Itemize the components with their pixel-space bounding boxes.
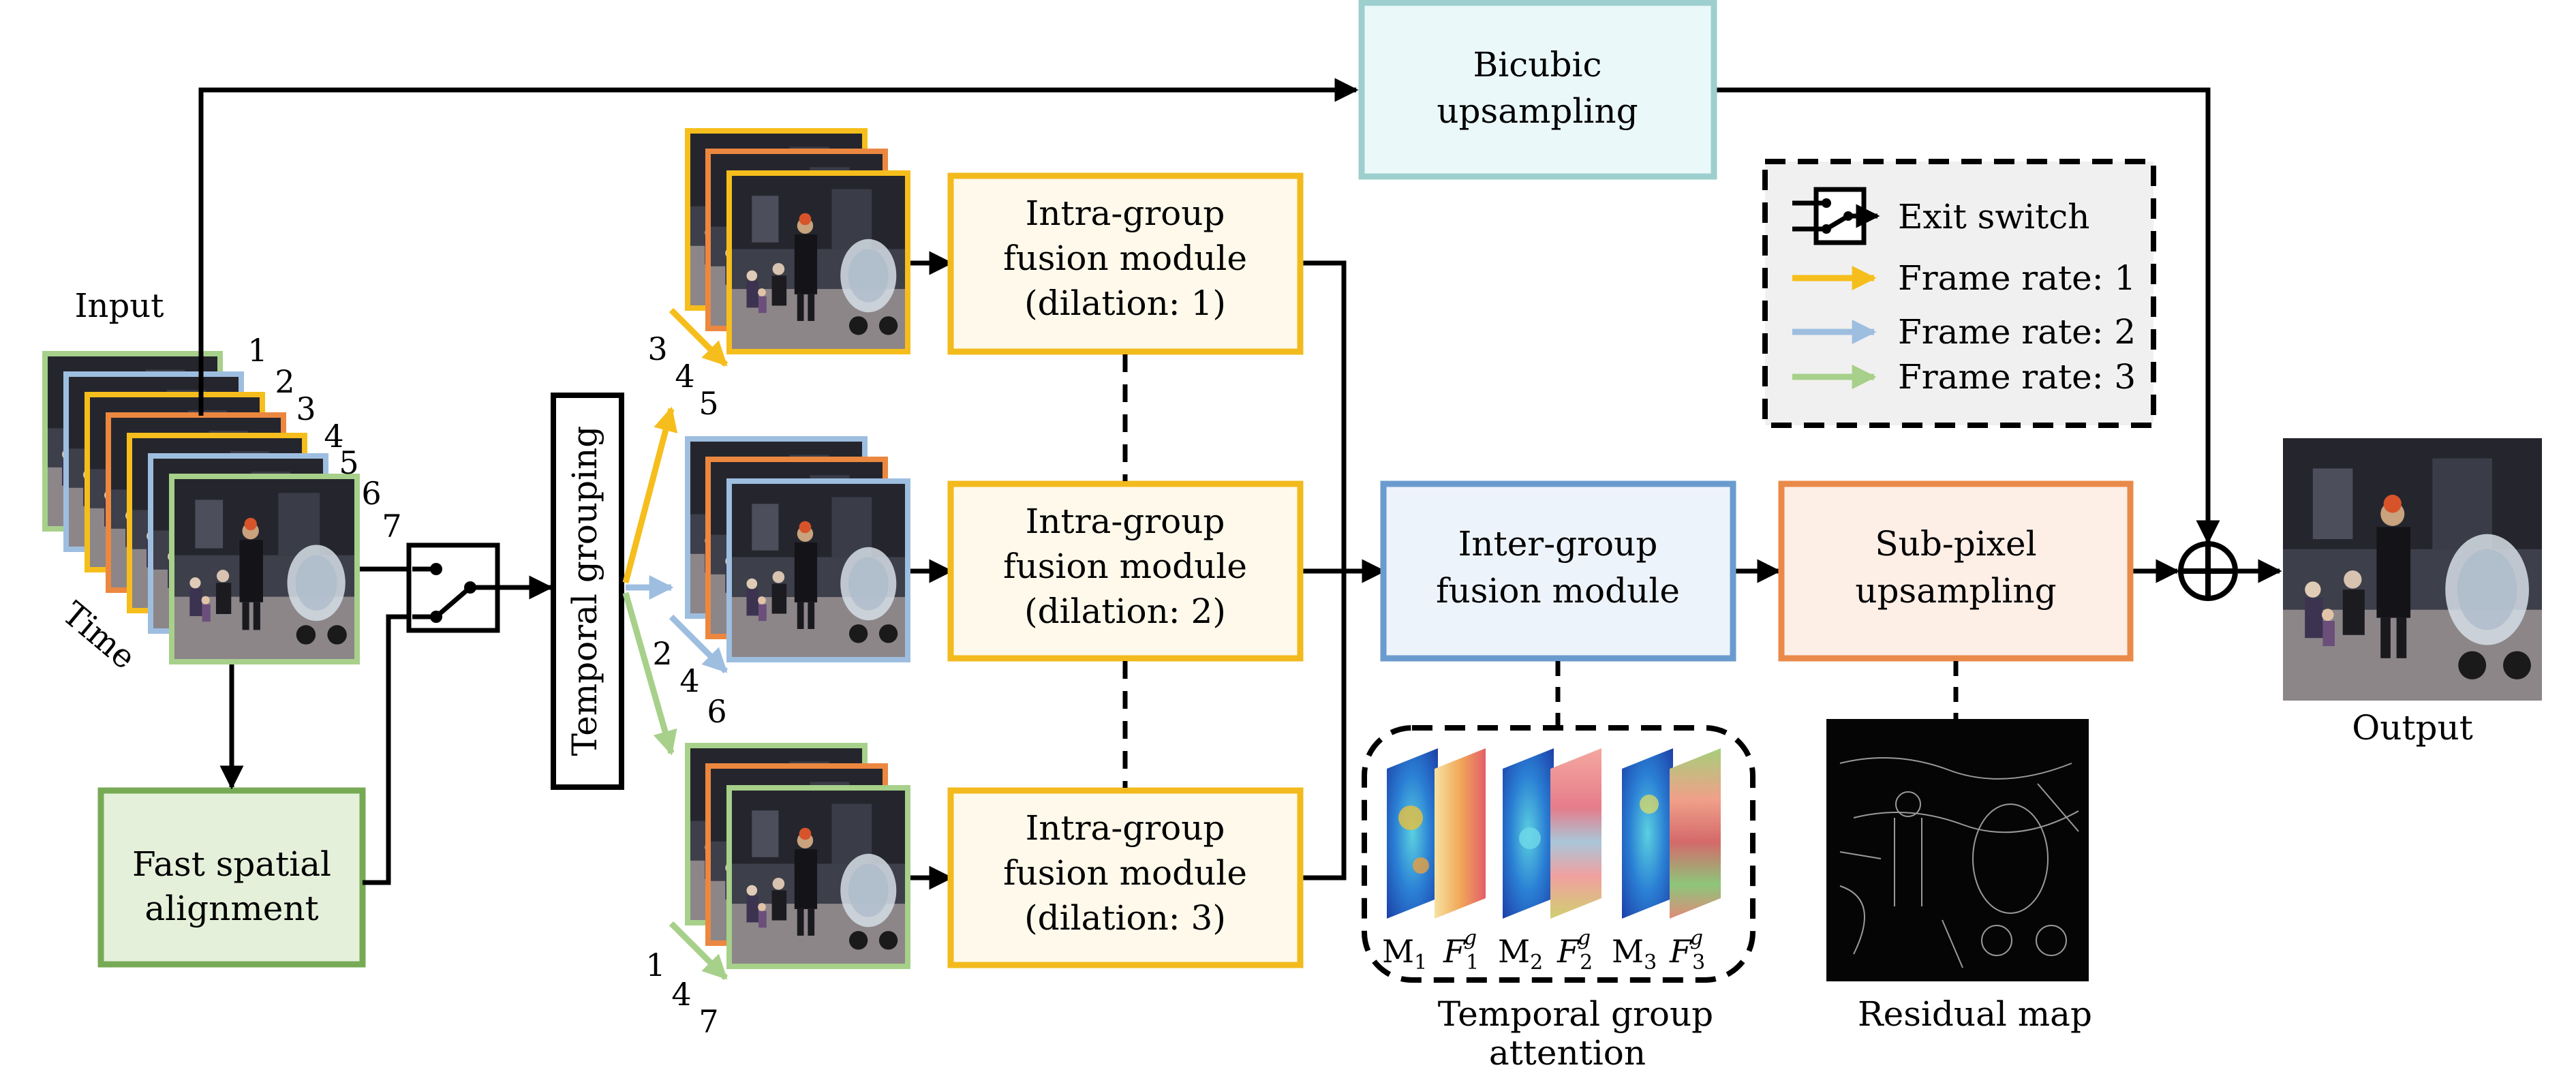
output-image	[2283, 438, 2542, 701]
module-line3: (dilation: 1)	[1024, 284, 1226, 323]
legend-rate3: Frame rate: 3	[1898, 357, 2136, 397]
group1-indices: 3 4 5	[647, 331, 718, 422]
attention-map-m2	[1503, 748, 1554, 919]
input-frame	[169, 474, 360, 664]
exit-switch-icon	[406, 542, 500, 633]
residual-map-image	[1826, 719, 2089, 981]
fast-alignment-box	[97, 787, 366, 968]
subpixel-box	[1778, 480, 2134, 662]
attention-symbol: M1	[1382, 933, 1427, 975]
intra-fusion-module-2: Intra-group fusion module (dilation: 2)	[947, 480, 1304, 662]
exit-switch-legend-icon	[1792, 187, 1880, 245]
module-line1: Intra-group	[1026, 194, 1225, 233]
group-index: 6	[707, 693, 726, 730]
frame-number: 7	[382, 508, 401, 545]
group2-index-arrow	[669, 614, 729, 674]
group3-indices: 1 4 7	[645, 947, 718, 1040]
legend-rate2: Frame rate: 2	[1898, 312, 2136, 352]
frame-number: 1	[247, 332, 267, 369]
frame-number: 3	[296, 390, 316, 427]
group-index: 4	[675, 358, 694, 395]
frame-number: 6	[361, 475, 381, 512]
bicubic-box	[1358, 0, 1717, 180]
module-line2: fusion module	[1003, 239, 1247, 278]
frame-numbers: 1 2 3 4 5 6 7	[247, 332, 401, 545]
residual-caption: Residual map	[1858, 994, 2092, 1034]
module-line2: fusion module	[1003, 547, 1247, 586]
rate1-arrow	[622, 406, 678, 584]
temporal-grouping-box	[551, 393, 624, 790]
attention-symbol: M3	[1612, 933, 1657, 975]
group2-indices: 2 4 6	[652, 635, 726, 730]
temporal-grouping-label: Temporal grouping	[565, 426, 604, 756]
group-index: 4	[679, 662, 699, 699]
group-index: 5	[699, 385, 718, 422]
input-frame-stack	[42, 351, 360, 664]
attention-caption-line2: attention	[1489, 1033, 1646, 1072]
module-line1: Intra-group	[1026, 502, 1225, 541]
subpixel-line2: upsampling	[1855, 571, 2056, 611]
bicubic-to-sum-arrow	[1714, 87, 2220, 545]
legend-exit-switch: Exit switch	[1898, 197, 2089, 236]
group-index: 7	[699, 1003, 718, 1040]
inter-group-line2: fusion module	[1436, 571, 1680, 611]
group-index: 3	[647, 331, 667, 367]
attention-feature-f2	[1550, 748, 1601, 919]
module-line2: fusion module	[1003, 853, 1247, 893]
group2-frames	[685, 436, 910, 662]
grouping-fan	[622, 406, 678, 756]
group1-index-arrow	[669, 307, 729, 367]
frame-number: 2	[275, 363, 294, 400]
group1-frames	[685, 128, 910, 354]
group3-frames	[685, 743, 910, 969]
module-line3: (dilation: 2)	[1024, 592, 1226, 631]
group-index: 2	[652, 635, 672, 672]
group-index: 1	[645, 947, 665, 983]
fast-alignment-line1: Fast spatial	[132, 844, 331, 884]
attention-feature-f3	[1670, 748, 1721, 919]
alignment-to-switch-line	[363, 614, 423, 885]
frame-number: 4	[324, 418, 343, 455]
inter-group-line1: Inter-group	[1458, 524, 1658, 564]
sum-icon	[2178, 541, 2238, 601]
attention-caption-line1: Temporal group	[1438, 994, 1713, 1034]
attention-map-m3	[1622, 748, 1673, 919]
skip-connection-arrow	[198, 78, 1359, 416]
input-label: Input	[75, 287, 164, 325]
group3-index-arrow	[669, 921, 729, 981]
module-line3: (dilation: 3)	[1024, 898, 1226, 938]
legend-rate1: Frame rate: 1	[1898, 258, 2136, 298]
connectors	[198, 78, 2282, 890]
group-index: 4	[671, 976, 691, 1013]
attention-symbol: M2	[1498, 933, 1543, 975]
output-label: Output	[2352, 708, 2473, 748]
inter-group-box	[1380, 480, 1736, 662]
bicubic-line2: upsampling	[1437, 91, 1638, 131]
bicubic-line1: Bicubic	[1473, 45, 1602, 85]
fast-alignment-line2: alignment	[144, 889, 318, 928]
frame-number: 5	[339, 444, 358, 481]
attention-map-m1	[1387, 748, 1438, 919]
intra-fusion-module-1: Intra-group fusion module (dilation: 1)	[947, 172, 1304, 355]
module-line1: Intra-group	[1026, 808, 1225, 848]
rate3-arrow	[622, 592, 677, 756]
subpixel-line1: Sub-pixel	[1875, 524, 2036, 564]
intra-fusion-module-3: Intra-group fusion module (dilation: 3)	[947, 787, 1304, 968]
attention-feature-f1	[1435, 748, 1486, 919]
legend: Exit switch Frame rate: 1 Frame rate: 2 …	[1762, 159, 2156, 428]
